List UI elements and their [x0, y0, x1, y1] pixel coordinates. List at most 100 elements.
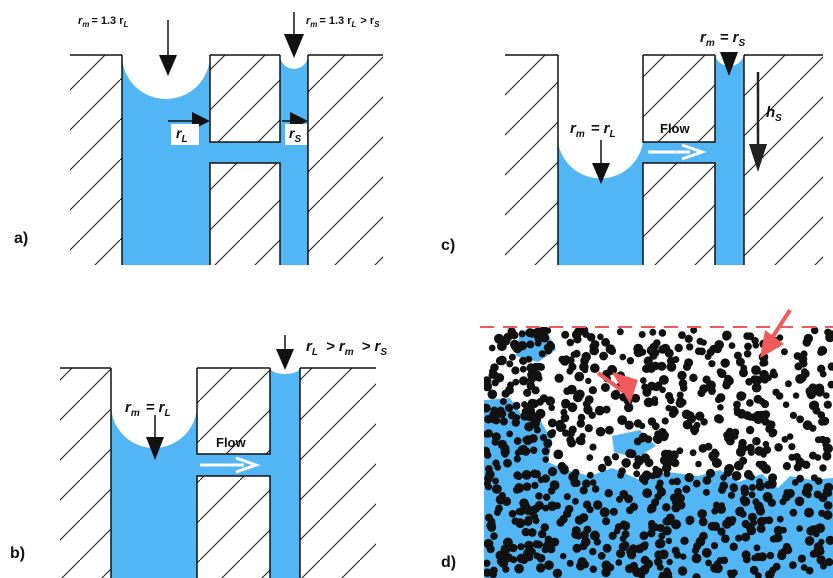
soil-particle: [654, 467, 663, 476]
soil-particle: [547, 418, 557, 428]
soil-particle: [517, 543, 525, 551]
soil-particle: [651, 422, 660, 431]
soil-particle: [747, 512, 757, 522]
soil-particle: [549, 429, 557, 436]
soil-particle: [641, 541, 649, 549]
soil-particle: [658, 549, 669, 560]
soil-particle: [638, 331, 646, 338]
soil-particle: [818, 418, 826, 426]
soil-particle: [489, 566, 498, 575]
soil-particle: [613, 527, 621, 535]
soil-particle: [501, 451, 509, 458]
soil-particle: [748, 491, 756, 499]
soil-particle: [615, 559, 623, 566]
soil-particle: [778, 549, 786, 558]
panel-c-solid-middle-top: [643, 55, 715, 142]
panel-b-flow-arrow: [200, 456, 261, 474]
soil-particle: [827, 380, 833, 389]
soil-particle: [818, 435, 827, 444]
soil-particle: [728, 516, 737, 524]
soil-particle: [562, 429, 570, 437]
soil-particle: [531, 481, 539, 489]
soil-particle: [802, 460, 811, 469]
soil-particle: [484, 430, 491, 438]
soil-particle: [823, 400, 832, 409]
soil-particle: [817, 411, 826, 419]
soil-particle: [805, 566, 814, 575]
soil-particle: [486, 522, 494, 530]
panel-b-solid-middle-bottom: [197, 476, 270, 578]
soil-particle: [542, 456, 549, 463]
soil-particle: [589, 345, 599, 356]
soil-particle: [545, 396, 555, 406]
soil-particle: [784, 380, 792, 388]
soil-particle: [825, 535, 833, 545]
soil-particle: [695, 536, 706, 547]
soil-particle: [492, 477, 499, 485]
soil-particle: [814, 386, 825, 397]
soil-particle: [494, 464, 502, 471]
soil-particle: [513, 486, 521, 494]
soil-particle: [788, 443, 796, 451]
soil-particle: [695, 460, 702, 468]
soil-particle: [671, 458, 680, 468]
soil-particle: [518, 330, 526, 338]
soil-particle: [597, 333, 604, 341]
panel-c-height-arrow: [749, 72, 767, 172]
soil-particle: [797, 554, 807, 563]
soil-particle: [751, 382, 762, 393]
soil-particle: [572, 543, 582, 553]
soil-particle: [741, 532, 751, 542]
soil-particle: [740, 364, 748, 372]
soil-particle: [599, 351, 608, 361]
soil-particle: [647, 529, 656, 538]
soil-particle: [553, 502, 561, 510]
soil-particle: [536, 375, 543, 382]
panel-c-solid-left: [505, 55, 558, 265]
soil-particle: [524, 515, 532, 524]
soil-particle: [529, 434, 538, 443]
soil-particle: [710, 542, 719, 550]
soil-particle: [697, 509, 707, 519]
soil-particle: [786, 433, 794, 440]
soil-particle: [502, 537, 513, 548]
soil-particle: [658, 573, 666, 578]
soil-particle: [743, 411, 752, 420]
soil-particle: [772, 388, 780, 396]
soil-particle: [621, 521, 631, 531]
soil-particle: [677, 566, 688, 576]
soil-particle: [771, 371, 779, 379]
soil-particle: [796, 474, 804, 483]
soil-particle: [725, 429, 736, 439]
soil-particle: [662, 431, 669, 439]
soil-particle: [755, 460, 763, 468]
soil-particle: [758, 552, 767, 562]
soil-particle: [568, 362, 577, 371]
soil-particle: [599, 507, 610, 518]
soil-particle: [530, 469, 539, 479]
soil-particle: [484, 451, 492, 459]
soil-particle: [716, 393, 726, 403]
soil-particle: [667, 396, 675, 405]
soil-particle: [825, 558, 833, 567]
soil-particle: [508, 510, 517, 518]
panel-c-letter: c): [441, 237, 455, 254]
soil-particle: [630, 547, 638, 554]
soil-particle: [738, 392, 746, 400]
soil-particle: [756, 524, 766, 534]
soil-particle: [533, 426, 541, 434]
soil-particle: [643, 356, 653, 366]
soil-particle: [746, 525, 757, 536]
soil-particle: [809, 424, 817, 432]
soil-particle: [511, 418, 520, 427]
soil-particle: [536, 563, 546, 573]
soil-particle: [762, 445, 772, 454]
soil-particle: [584, 424, 593, 433]
soil-particle: [808, 401, 819, 411]
soil-particle: [547, 467, 558, 477]
soil-particle: [624, 420, 634, 430]
soil-particle: [682, 362, 692, 371]
soil-particle: [638, 422, 646, 430]
soil-particle: [576, 419, 585, 428]
soil-particle: [794, 496, 805, 507]
